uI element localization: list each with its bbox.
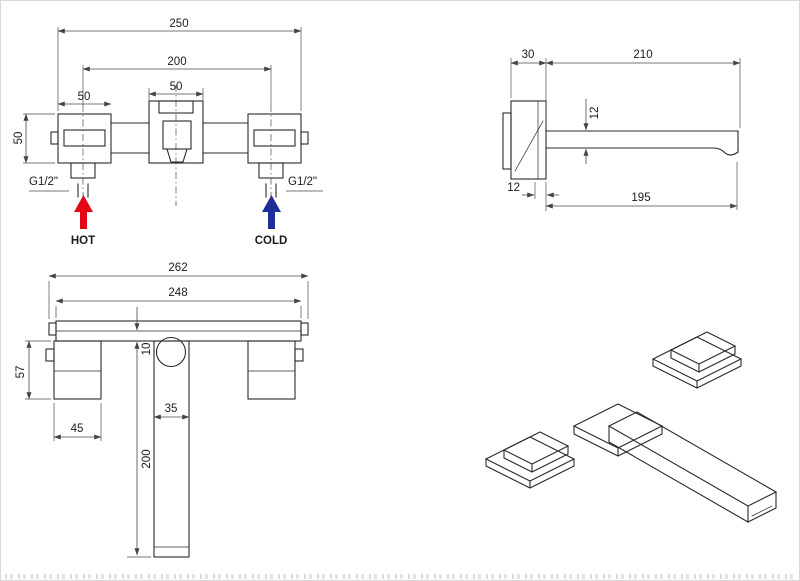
front-view: 250 200 50 50 50 G1/2" G1/2" HOT COLD [13,18,323,247]
iso-spout [572,403,778,523]
dim-45-label: 45 [71,423,84,435]
front-body-outline [50,100,309,198]
cold-arrow-icon [262,195,281,229]
side-dimension-lines [510,58,741,211]
dim-262-label: 262 [168,262,187,274]
front-dimension-lines [23,27,323,192]
dim-200-plan-label: 200 [141,449,153,468]
iso-handle-left [484,431,576,489]
iso-handle-right [651,331,743,389]
side-body-outline [502,100,739,180]
thread-right-label: G1/2" [288,176,317,188]
hot-label: HOT [71,235,95,247]
plan-view: 262 248 10 57 45 35 200 [15,262,309,558]
dim-195-label: 195 [631,192,650,204]
side-view: 30 210 12 12 195 [502,49,741,211]
dim-50-height-label: 50 [13,132,25,145]
dim-250-label: 250 [169,18,188,30]
thread-left-label: G1/2" [29,176,58,188]
dim-248-label: 248 [168,287,187,299]
dim-210-label: 210 [633,49,652,61]
watermark-strip [5,574,795,579]
hot-arrow-icon [74,195,93,229]
dim-10-label: 10 [141,343,153,356]
plan-body-outline [45,320,309,558]
dim-50-handle-label: 50 [78,91,91,103]
dim-50-spout-label: 50 [170,81,183,93]
cold-label: COLD [255,235,288,247]
front-centerlines [82,85,272,206]
plan-dimension-lines [25,273,309,558]
dim-12-plate-label: 12 [507,182,520,194]
dim-200-label: 200 [167,56,186,68]
dim-35-label: 35 [165,403,178,415]
dim-30-label: 30 [522,49,535,61]
dim-12-spout-label: 12 [589,107,601,120]
isometric-view [484,331,778,523]
dim-57-label: 57 [15,366,27,379]
